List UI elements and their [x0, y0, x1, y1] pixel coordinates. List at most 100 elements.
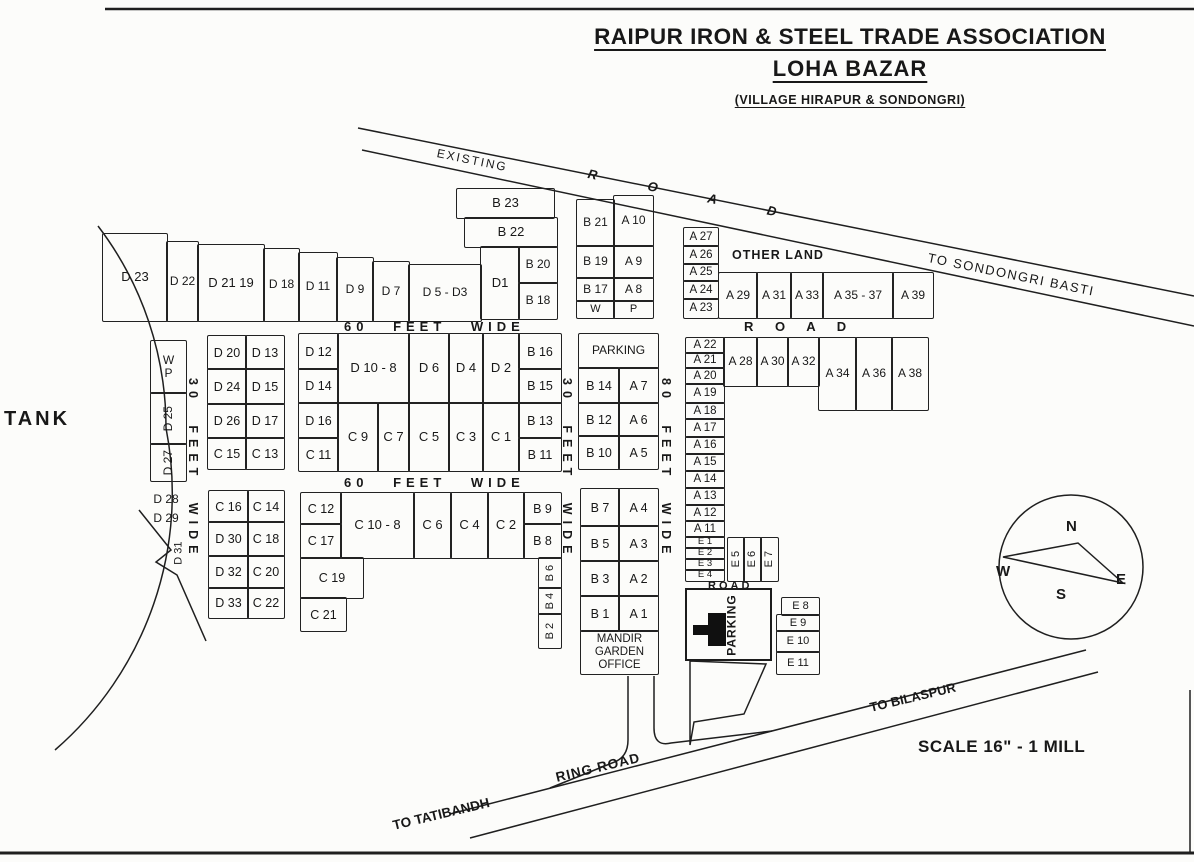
plot-a-20: A 20 [685, 367, 725, 385]
map-title-block: RAIPUR IRON & STEEL TRADE ASSOCIATION LO… [520, 24, 1180, 107]
plot-d-6: D 6 [408, 333, 450, 404]
plot-c-12: C 12 [300, 492, 342, 525]
sixty-feet-road-label-2: 60 FEET WIDE [344, 475, 525, 490]
plot-a-38: A 38 [891, 337, 929, 411]
plot-d-14: D 14 [298, 368, 339, 404]
plot-e-2: E 2 [685, 547, 725, 560]
plot-b-21: B 21 [576, 199, 615, 247]
plot-label: D 12 [305, 344, 332, 359]
plot-d-4: D 4 [448, 333, 484, 404]
plot-label: D 32 [215, 565, 242, 579]
plot-b-6: B 6 [538, 557, 562, 589]
plot-d-5-d3: D 5 - D3 [408, 264, 482, 322]
plot-d-28: D 28 [146, 492, 186, 508]
eighty-feet-road-label: 80 FEET WIDE [659, 378, 673, 560]
plot-label: D 23 [121, 269, 149, 285]
plot-label: A 31 [761, 287, 787, 302]
plot-label: C 11 [305, 447, 332, 462]
page-subtitle: LOHA BAZAR [772, 56, 928, 81]
plot-label: A 33 [794, 287, 820, 302]
existing-road-upper-line [357, 127, 1194, 297]
tank-edge-zigzag [138, 509, 207, 642]
plot-label: A 8 [624, 281, 643, 296]
plot-e-4: E 4 [685, 569, 725, 582]
plot-a-13: A 13 [685, 487, 725, 506]
plot-label: A 35 - 37 [833, 287, 883, 302]
plot-d-17: D 17 [245, 403, 285, 439]
plot-d-21-19: D 21 19 [197, 244, 265, 322]
plot-label: D 16 [305, 413, 332, 428]
plot-label: C 6 [422, 517, 443, 533]
plot-label: A 23 [689, 302, 713, 315]
plot-label: B 11 [527, 447, 553, 462]
compass-north-label: N [1066, 518, 1077, 535]
plot-label: D 13 [251, 345, 279, 360]
plot-label: A 16 [693, 439, 717, 452]
plot-label: W [590, 303, 601, 316]
tank-boundary-arc [54, 225, 173, 751]
plot-c-9: C 9 [337, 402, 379, 472]
plot-b-16: B 16 [518, 333, 562, 370]
plot-label: A 30 [760, 354, 785, 369]
plot-d-11: D 11 [298, 252, 338, 322]
thirty-feet-left-road-label: 30 FEET WIDE [186, 378, 200, 560]
plot-c-15: C 15 [207, 437, 247, 470]
plot-label: A 13 [693, 490, 717, 503]
plot-e-6: E 6 [743, 537, 762, 582]
plot-label: E 1 [697, 536, 713, 548]
plot-label: A 15 [693, 456, 717, 469]
plot-c-5: C 5 [408, 402, 450, 472]
plot-label: D 30 [215, 532, 242, 546]
plot-label: D 33 [215, 596, 242, 610]
plot-a-35-37: A 35 - 37 [822, 272, 894, 319]
plot-label: A 6 [629, 412, 648, 427]
plot-b-4: B 4 [538, 587, 562, 615]
plot-c-2: C 2 [487, 492, 525, 559]
plot-label: A 10 [621, 213, 646, 228]
plot-d-13: D 13 [245, 335, 285, 370]
plot-label: D 14 [305, 379, 332, 393]
plot-b-18: B 18 [518, 282, 558, 320]
village-note: (VILLAGE HIRAPUR & SONDONGRI) [734, 93, 966, 107]
plot-label: B 1 [590, 606, 610, 621]
plot-c-3: C 3 [448, 402, 484, 472]
plot-label: D 5 - D3 [422, 285, 468, 300]
plot-c-11: C 11 [298, 437, 339, 472]
plot-a-28: A 28 [723, 337, 758, 387]
compass-needle [1002, 542, 1126, 585]
plot-a-19: A 19 [685, 383, 725, 404]
plot-c-20: C 20 [247, 555, 285, 589]
plot-d-9: D 9 [336, 257, 374, 322]
plot-label: A 34 [825, 366, 850, 381]
plot-label: B 22 [497, 224, 525, 240]
plot-e-9: E 9 [776, 614, 820, 632]
plot-a-21: A 21 [685, 352, 725, 369]
plot-a-12: A 12 [685, 504, 725, 522]
plot-b-1: B 1 [580, 595, 620, 632]
plot-a-9: A 9 [613, 245, 654, 279]
plot-label: C 14 [252, 499, 280, 514]
plot-e-5: E 5 [727, 537, 745, 582]
compass-south-label: S [1056, 586, 1067, 603]
plot-label: B 14 [586, 378, 612, 393]
plot-a-14: A 14 [685, 470, 725, 489]
plot-e-11: E 11 [776, 651, 820, 675]
plot-label: C 16 [215, 499, 242, 514]
plot-b-7: B 7 [580, 488, 620, 527]
plot-label: A 19 [693, 387, 717, 400]
plot-b-20: B 20 [518, 246, 558, 284]
plot-label: C 2 [495, 517, 517, 533]
plot-label: C 9 [347, 428, 369, 444]
plot-label: B 5 [590, 536, 610, 551]
plot-label: B 13 [527, 413, 553, 428]
plot-label: B 7 [590, 500, 610, 515]
plot-b-5: B 5 [580, 525, 620, 562]
plot-label: B 15 [527, 379, 553, 393]
plot-b-11: B 11 [518, 437, 562, 472]
plot-a-5: A 5 [618, 435, 659, 470]
plot-label: D 9 [345, 281, 365, 296]
plot-label: D 17 [251, 414, 279, 428]
plot-a-8: A 8 [613, 277, 654, 302]
ring-road-label: RING ROAD [554, 750, 642, 785]
